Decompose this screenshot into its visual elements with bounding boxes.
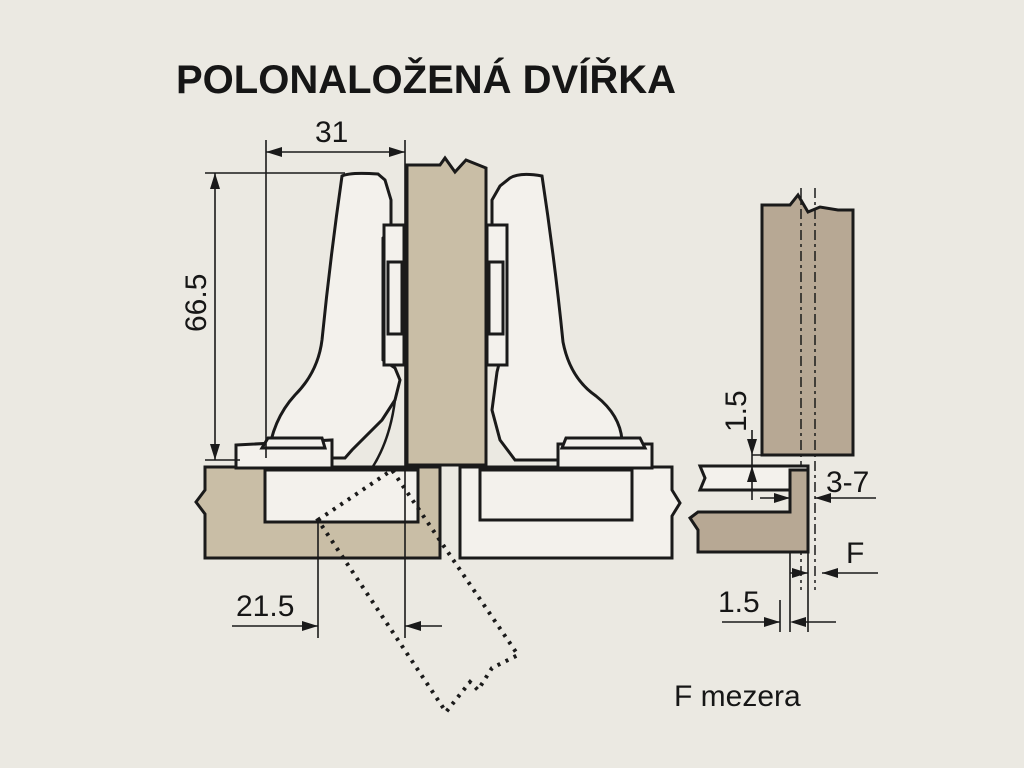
arrow-66-top [210, 173, 220, 189]
panel-recess-left [263, 468, 420, 524]
arrow-1-5-bottom-right [790, 617, 806, 627]
hinge-mount-left [259, 436, 328, 450]
hinge-cup-slot-right [487, 260, 505, 336]
door-panel [405, 155, 488, 467]
arrow-1-5-top-b [747, 466, 757, 482]
arrow-f-right [822, 568, 838, 578]
hinge-arm-left [266, 171, 402, 460]
dim-label-3-7: 3-7 [826, 466, 869, 499]
hinge-cup-slot-left [386, 260, 404, 336]
dim-label-21-5: 21.5 [236, 590, 294, 623]
arrow-f-left [792, 568, 808, 578]
dim-label-1-5-top: 1.5 [720, 390, 753, 432]
legend-caption: F mezera [674, 680, 801, 713]
arrow-21-right [405, 621, 421, 631]
door-open-position [315, 467, 521, 716]
detail-door [760, 192, 855, 457]
hinge-mount-right [559, 436, 648, 450]
arrow-31-left [266, 147, 282, 157]
swing-curve [370, 399, 397, 469]
page-title: POLONALOŽENÁ DVÍŘKA [176, 56, 676, 102]
dim-label-66-5: 66.5 [180, 274, 213, 332]
dim-label-31: 31 [315, 116, 348, 149]
arrow-1-5-bottom-left [764, 617, 780, 627]
arrow-3-7-left [774, 493, 790, 503]
arrow-1-5-top-a [747, 439, 757, 455]
arrow-31-right [389, 147, 405, 157]
dim-label-f: F [846, 537, 864, 570]
arrow-3-7-right [815, 493, 831, 503]
arrow-21-left [302, 621, 318, 631]
hinge-arm-right [490, 172, 624, 462]
panel-recess-right [478, 468, 634, 522]
dim-label-1-5-bottom: 1.5 [718, 586, 760, 619]
arrow-66-bottom [210, 444, 220, 460]
